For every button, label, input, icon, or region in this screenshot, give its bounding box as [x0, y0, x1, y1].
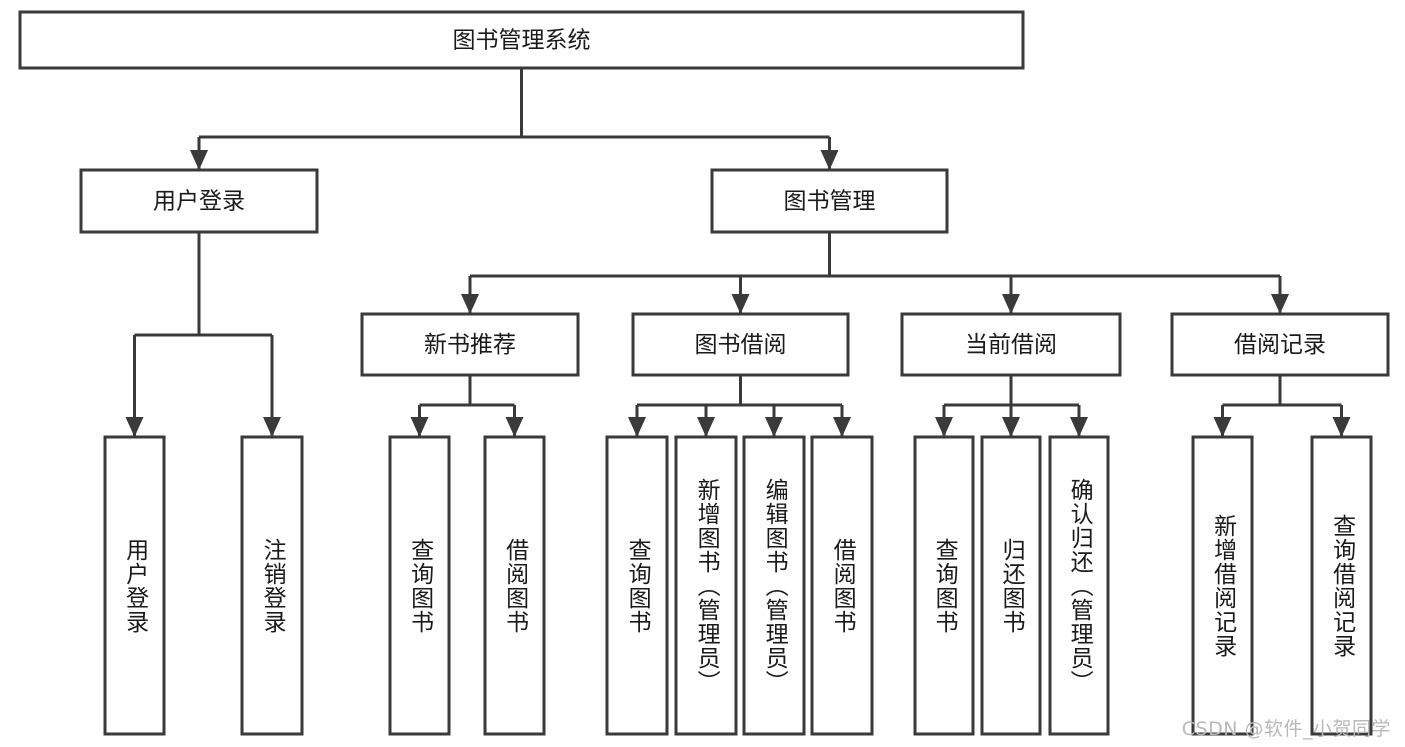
arrow-head-icon [731, 294, 750, 314]
arrow-head-icon [833, 417, 851, 437]
node-user-login[interactable]: 用户登录 [79, 168, 319, 234]
leaf-node-leaf-add-book[interactable] [674, 435, 738, 736]
node-current-borrow[interactable]: 当前借阅 [900, 312, 1122, 377]
leaf-node-leaf-borrow-book-2[interactable] [810, 435, 874, 736]
edge-group-user-login [125, 232, 281, 437]
node-label: 当前借阅 [965, 332, 1057, 358]
edge-group-root [190, 68, 839, 170]
node-label: 新书推荐 [424, 332, 516, 358]
watermark: CSDN @软件_小贺同学 [1181, 718, 1391, 740]
node-borrow-record[interactable]: 借阅记录 [1170, 312, 1390, 377]
leaf-node-leaf-add-record[interactable] [1191, 435, 1254, 736]
arrow-head-icon [1213, 417, 1232, 437]
arrow-head-icon [461, 294, 479, 314]
leaf-box [388, 435, 451, 736]
leaf-box [605, 435, 669, 736]
leaf-box [913, 435, 975, 736]
node-label: 图书借阅 [695, 332, 787, 358]
node-root[interactable]: 图书管理系统 [18, 10, 1025, 70]
node-box [631, 312, 850, 377]
node-label: 图书管理系统 [453, 28, 591, 54]
node-book-manage[interactable]: 图书管理 [710, 168, 949, 234]
node-box [710, 168, 949, 234]
arrow-head-icon [1070, 417, 1088, 437]
leaf-box [1191, 435, 1254, 736]
leaf-box [103, 435, 166, 736]
node-box [18, 10, 1025, 70]
leaf-box [240, 435, 304, 736]
edge-group-new-book-rec [410, 375, 524, 437]
arrow-head-icon [935, 417, 953, 437]
arrow-head-icon [765, 417, 783, 437]
leaf-node-leaf-confirm-return[interactable] [1048, 435, 1110, 736]
arrow-head-icon [1271, 294, 1289, 314]
node-label: 用户登录 [153, 189, 245, 215]
edge-group-book-manage [461, 232, 1289, 314]
node-new-book-rec[interactable]: 新书推荐 [360, 312, 580, 377]
arrow-head-icon [190, 150, 208, 170]
connector-layer [125, 68, 1351, 437]
arrow-head-icon [505, 417, 524, 437]
node-book-borrow[interactable]: 图书借阅 [631, 312, 850, 377]
arrow-head-icon [410, 417, 429, 437]
leaf-node-leaf-query-book-2[interactable] [605, 435, 669, 736]
leaf-node-leaf-borrow-book-1[interactable] [483, 435, 546, 736]
node-label: 图书管理 [784, 189, 876, 215]
arrow-head-icon [1332, 417, 1351, 437]
leaf-box [742, 435, 806, 736]
leaf-box [980, 435, 1042, 736]
leaf-node-leaf-user-logout[interactable] [240, 435, 304, 736]
arrow-head-icon [1002, 417, 1020, 437]
node-box [1170, 312, 1390, 377]
node-box [900, 312, 1122, 377]
leaf-node-leaf-query-book-3[interactable] [913, 435, 975, 736]
node-box [79, 168, 319, 234]
leaf-box [674, 435, 738, 736]
arrow-head-icon [697, 417, 715, 437]
edge-group-current-borrow [935, 375, 1088, 437]
leaf-node-leaf-user-login[interactable] [103, 435, 166, 736]
arrow-head-icon [263, 417, 281, 437]
leaf-node-leaf-edit-book[interactable] [742, 435, 806, 736]
leaf-box [810, 435, 874, 736]
edge-group-borrow-record [1213, 375, 1351, 437]
leaf-box [483, 435, 546, 736]
edge-group-book-borrow [628, 375, 851, 437]
leaf-node-leaf-query-record[interactable] [1310, 435, 1373, 736]
node-box [360, 312, 580, 377]
arrow-head-icon [1002, 294, 1020, 314]
leaf-node-leaf-query-book-1[interactable] [388, 435, 451, 736]
arrow-head-icon [125, 417, 144, 437]
node-label: 借阅记录 [1234, 332, 1326, 358]
arrow-head-icon [820, 150, 839, 170]
leaf-box [1048, 435, 1110, 736]
leaf-node-leaf-return-book[interactable] [980, 435, 1042, 736]
leaf-box [1310, 435, 1373, 736]
arrow-head-icon [628, 417, 646, 437]
